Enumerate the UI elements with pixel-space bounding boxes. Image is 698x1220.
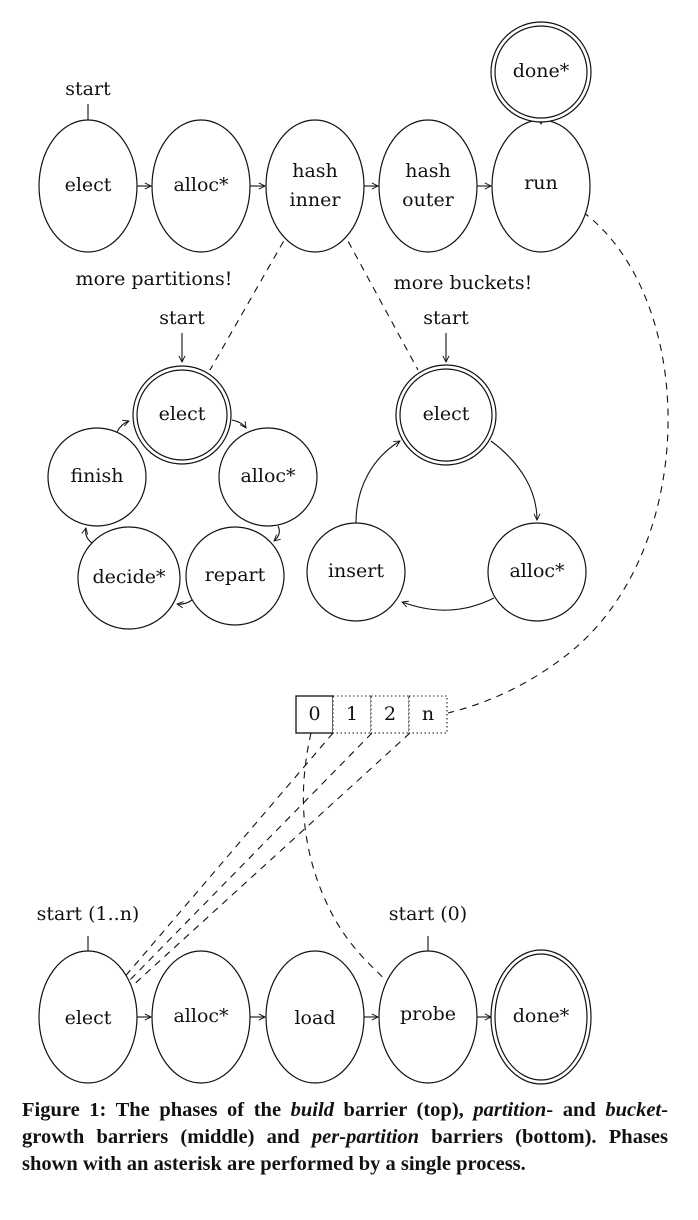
- svg-text:alloc*: alloc*: [240, 465, 296, 487]
- svg-text:2: 2: [384, 703, 396, 725]
- caption-partition: partition: [473, 1099, 547, 1121]
- build-start-label: start: [65, 78, 111, 100]
- svg-text:elect: elect: [159, 403, 206, 425]
- svg-text:0: 0: [308, 703, 320, 725]
- barrier-phase-diagram: start elect alloc* hash inner hash outer…: [37, 21, 669, 1085]
- partition-edge-alloc-repart: [274, 525, 279, 541]
- svg-text:elect: elect: [65, 174, 112, 196]
- partition-phase-alloc: alloc*: [218, 427, 318, 527]
- build-barrier: start elect alloc* hash inner hash outer…: [38, 21, 592, 253]
- svg-text:inner: inner: [290, 189, 342, 211]
- caption-per-partition: per-partition: [311, 1126, 419, 1148]
- svg-text:insert: insert: [328, 560, 384, 582]
- per-partition-phase-alloc: alloc*: [151, 950, 251, 1084]
- partition-edge-elect-alloc: [231, 419, 246, 428]
- build-phase-hash-outer: hash outer: [378, 119, 478, 253]
- build-phase-run: run: [491, 119, 591, 253]
- start-0-label: start (0): [389, 903, 467, 925]
- partition-edge-repart-decide: [177, 599, 193, 604]
- bucket-start-label: start: [423, 307, 469, 329]
- svg-text:finish: finish: [71, 465, 124, 487]
- per-partition-barrier: start (1..n) start (0) elect alloc* load…: [37, 903, 592, 1085]
- caption-build: build: [290, 1099, 334, 1121]
- connector-cell0-to-elect: [121, 732, 334, 981]
- partition-phase-repart: repart: [185, 526, 285, 626]
- connector-hash-inner-to-partition-elect: [209, 229, 291, 371]
- bucket-phase-alloc: alloc*: [487, 522, 587, 622]
- build-phase-hash-inner: hash inner: [265, 119, 365, 253]
- per-partition-phase-load: load: [265, 950, 365, 1084]
- svg-text:alloc*: alloc*: [173, 174, 229, 196]
- bucket-edge-alloc-insert: [402, 597, 495, 611]
- dashed-connectors: [121, 211, 669, 989]
- caption-part4: barriers (bottom). Phases shown with an …: [22, 1126, 669, 1175]
- partition-phase-finish: finish: [47, 427, 147, 527]
- partition-phase-decide: decide*: [77, 526, 181, 630]
- partition-growth-barrier: more partitions! start elect alloc* repa…: [47, 268, 318, 630]
- per-partition-phase-done: done*: [490, 949, 592, 1085]
- partition-cell-0: 0: [295, 695, 334, 734]
- svg-text:elect: elect: [423, 403, 470, 425]
- svg-text:decide*: decide*: [92, 566, 166, 588]
- partition-start-label: start: [159, 307, 205, 329]
- bucket-edge-insert-elect: [355, 441, 400, 524]
- caption-bucket: bucket: [605, 1099, 662, 1121]
- caption-part2: - and: [546, 1099, 606, 1121]
- bucket-growth-barrier: more buckets! start elect alloc* insert: [306, 272, 587, 622]
- caption-part1: barrier (top),: [333, 1099, 474, 1121]
- build-phase-elect: elect: [38, 119, 138, 253]
- bucket-phase-elect: elect: [395, 364, 497, 466]
- svg-text:outer: outer: [402, 189, 455, 211]
- per-partition-phase-probe: probe: [378, 950, 478, 1084]
- per-partition-phase-elect: elect: [38, 950, 138, 1084]
- partition-cell-n: n: [408, 695, 448, 734]
- svg-text:n: n: [422, 703, 434, 725]
- svg-text:run: run: [524, 172, 558, 194]
- svg-text:alloc*: alloc*: [173, 1005, 229, 1027]
- build-phase-done: done*: [490, 21, 592, 123]
- start-1-n-label: start (1..n): [37, 903, 140, 925]
- more-buckets-label: more buckets!: [394, 272, 533, 294]
- svg-text:done*: done*: [513, 60, 570, 82]
- bucket-phase-insert: insert: [306, 522, 406, 622]
- svg-text:repart: repart: [205, 564, 266, 586]
- connector-cell0-to-probe: [302, 732, 389, 984]
- bucket-edge-elect-alloc: [490, 440, 537, 520]
- svg-text:alloc*: alloc*: [509, 560, 565, 582]
- caption-part3: -growth barriers (middle) and: [22, 1099, 668, 1148]
- svg-text:hash: hash: [292, 160, 338, 182]
- partition-array: 0 1 2 n: [295, 695, 448, 734]
- svg-text:done*: done*: [513, 1005, 570, 1027]
- svg-text:1: 1: [346, 703, 358, 725]
- svg-text:hash: hash: [405, 160, 451, 182]
- connector-hash-inner-to-bucket-elect: [341, 229, 419, 371]
- partition-phase-elect: elect: [132, 365, 232, 465]
- connector-cell2-to-elect: [129, 732, 411, 989]
- more-partitions-label: more partitions!: [76, 268, 233, 290]
- svg-text:elect: elect: [65, 1007, 112, 1029]
- figure-caption: Figure 1: The phases of the build barrie…: [22, 1097, 668, 1178]
- partition-edge-finish-elect: [116, 421, 129, 433]
- connector-cell1-to-elect: [125, 732, 373, 985]
- partition-edge-decide-finish: [86, 528, 93, 544]
- svg-text:load: load: [294, 1007, 335, 1029]
- partition-cell-2: 2: [370, 695, 410, 734]
- svg-text:probe: probe: [400, 1003, 456, 1025]
- partition-cell-1: 1: [332, 695, 372, 734]
- caption-prefix: Figure 1: The phases of the: [22, 1099, 291, 1121]
- build-phase-alloc: alloc*: [151, 119, 251, 253]
- connector-run-to-partition-array: [447, 211, 669, 714]
